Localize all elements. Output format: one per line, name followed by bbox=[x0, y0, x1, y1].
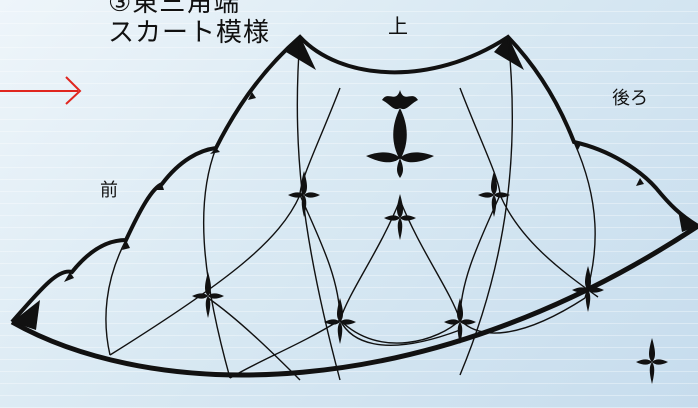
left-crest bbox=[286, 36, 316, 70]
title-line-2: スカート模様 bbox=[108, 18, 271, 48]
leaf-motif-icons bbox=[192, 171, 668, 384]
title-line-1: ③東三角端 bbox=[108, 0, 241, 18]
label-back: 後ろ bbox=[612, 88, 648, 109]
arrow-right-icon bbox=[0, 76, 82, 105]
leaf-motif-icon bbox=[572, 266, 604, 312]
center-ornament bbox=[366, 90, 434, 178]
guide-lines bbox=[105, 36, 599, 381]
skirt-outline bbox=[10, 34, 698, 324]
leaf-motif-icon bbox=[288, 171, 320, 217]
label-front: 前 bbox=[100, 180, 118, 201]
left-corner bbox=[12, 300, 40, 330]
leaf-motif-icon bbox=[192, 272, 224, 318]
leaf-motif-icon bbox=[384, 194, 416, 240]
hem-line bbox=[10, 223, 698, 378]
edge-motifs bbox=[64, 92, 644, 282]
label-top: 上 bbox=[388, 14, 408, 38]
page-title: ③東三角端 スカート模様 bbox=[108, 0, 270, 48]
leaf-motif-icon bbox=[636, 338, 668, 384]
right-corner bbox=[678, 210, 698, 232]
